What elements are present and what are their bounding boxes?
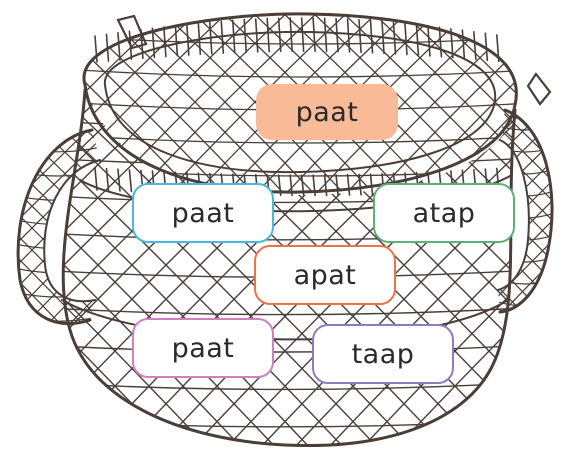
word-option-1[interactable]: paat — [132, 183, 274, 243]
word-option-5[interactable]: taap — [312, 324, 454, 384]
target-word-card: paat — [256, 84, 398, 140]
word-option-2[interactable]: atap — [373, 183, 515, 243]
word-option-label: paat — [171, 197, 235, 229]
word-option-label: taap — [351, 338, 415, 370]
word-option-label: paat — [171, 332, 235, 364]
target-word-label: paat — [295, 96, 359, 128]
word-option-label: apat — [293, 259, 357, 291]
word-option-3[interactable]: apat — [254, 245, 396, 305]
word-option-4[interactable]: paat — [132, 318, 274, 378]
word-option-label: atap — [412, 197, 476, 229]
